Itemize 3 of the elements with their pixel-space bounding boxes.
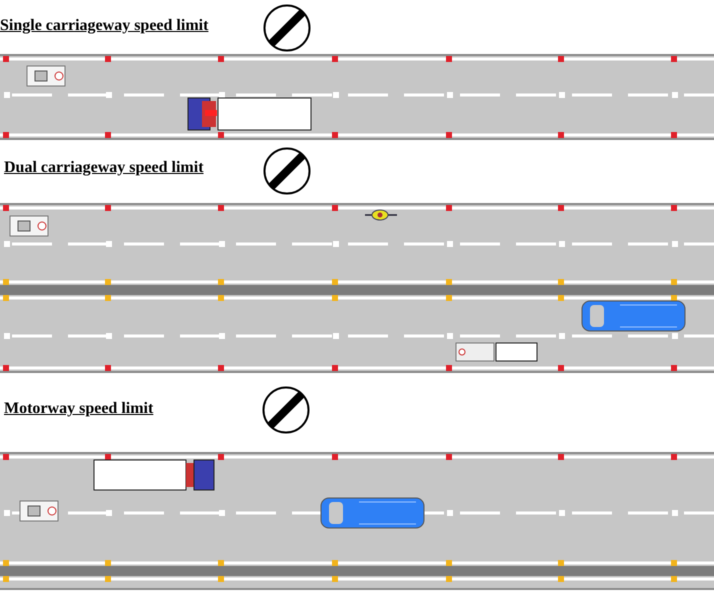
section-heading: Motorway speed limit xyxy=(4,399,154,419)
section-heading: Single carriageway speed limit xyxy=(0,16,208,36)
section-heading: Dual carriageway speed limit xyxy=(4,158,204,178)
